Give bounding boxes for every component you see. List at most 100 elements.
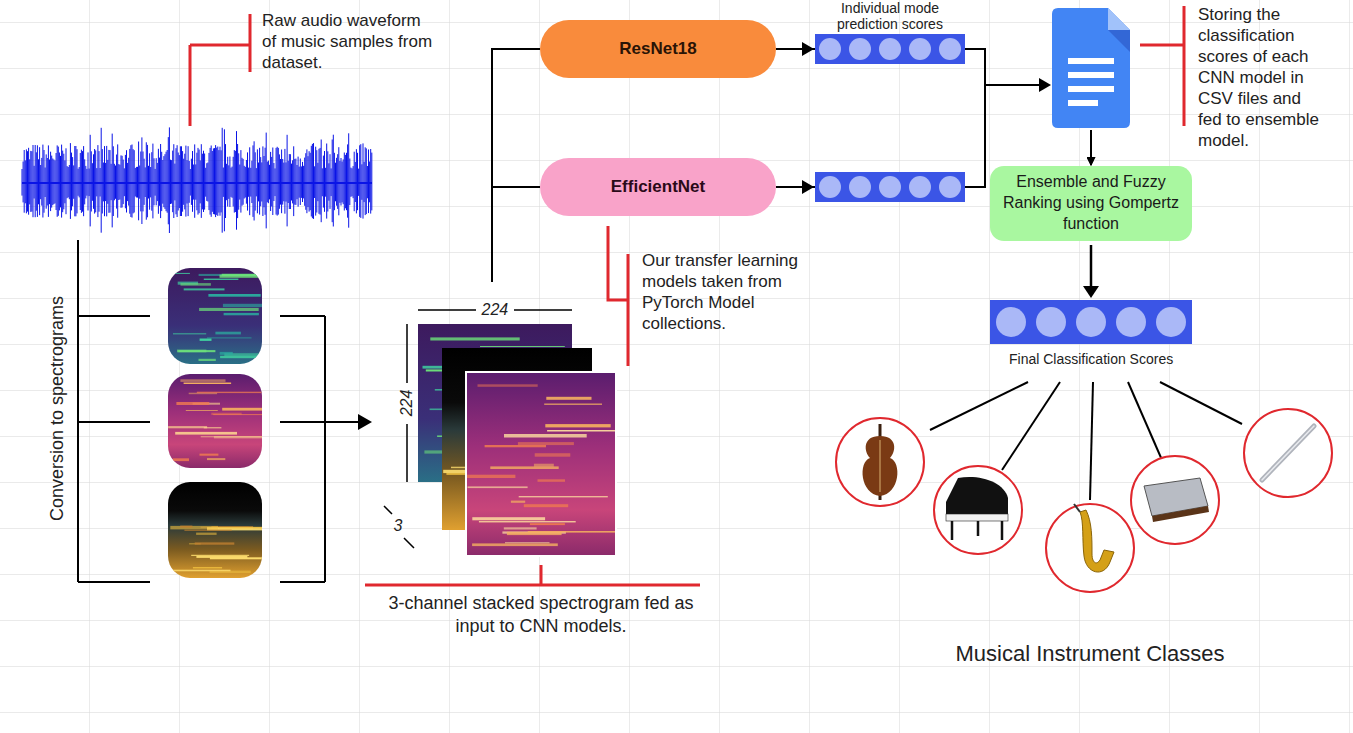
callout-line <box>1140 6 1184 126</box>
class-circle <box>934 466 1022 554</box>
harmonica-comb <box>1152 506 1209 522</box>
spectrogram-streak <box>193 567 222 569</box>
dimension-label: 3 <box>394 516 403 536</box>
piano-body <box>946 477 1008 514</box>
spectrogram-fill <box>168 374 262 468</box>
vector-bar <box>990 300 1192 344</box>
spectrogram-streak <box>544 404 602 405</box>
bracket-line <box>78 240 150 582</box>
spectrogram-streak <box>535 453 571 457</box>
final-score-vector <box>990 300 1192 344</box>
spectrogram-streak <box>208 294 260 297</box>
saxophone-icon <box>1046 504 1134 592</box>
class-line <box>1160 382 1242 424</box>
spectrogram-streak <box>191 555 249 556</box>
spectrogram-streak <box>222 408 262 411</box>
callout-line <box>608 226 628 366</box>
vector-cell <box>1036 307 1066 337</box>
cello-body <box>863 436 898 496</box>
spectrogram-streak <box>178 350 215 352</box>
spectrogram-streak <box>220 356 262 358</box>
spectrogram-streak <box>545 424 610 427</box>
document-body <box>1052 8 1130 128</box>
node-label: ResNet18 <box>619 38 697 60</box>
class-circle <box>1046 504 1134 592</box>
vector-cell <box>879 38 901 60</box>
spectrogram-streak <box>218 527 262 529</box>
spectrogram-streak <box>199 359 216 361</box>
class-line <box>1090 382 1093 500</box>
spectrogram-streak <box>184 383 232 385</box>
spectrogram-streak <box>197 392 262 393</box>
spectrogram-streak <box>214 436 262 438</box>
cello-icon <box>836 418 924 506</box>
callout-bracket <box>608 226 628 366</box>
piano-keys <box>946 514 1008 521</box>
vector-cells <box>819 38 961 60</box>
arrowhead <box>1039 78 1051 92</box>
dimension-lines <box>384 310 572 548</box>
spectrogram-streak <box>524 504 568 507</box>
spectrogram-streak <box>547 430 616 432</box>
vector-cell <box>939 176 961 198</box>
spectrogram-streak <box>207 337 252 338</box>
waveform-strokes <box>22 127 372 233</box>
spectrogram-fill <box>466 372 616 556</box>
vector-cell <box>996 307 1026 337</box>
vector-bar <box>815 172 965 202</box>
spectrogram-streak <box>490 466 558 469</box>
spectrogram-streak <box>211 413 241 415</box>
dimension-label: 224 <box>397 390 417 417</box>
spectrogram-streak <box>175 273 190 274</box>
spectrogram-streak <box>199 308 259 311</box>
spectrogram-streak <box>478 384 538 387</box>
spectrogram-streak <box>472 543 558 546</box>
vector-cell <box>819 38 841 60</box>
spectrogram-streak <box>518 442 574 445</box>
spectrogram-streak <box>169 570 230 572</box>
spectrogram-streak <box>186 410 218 411</box>
vector-cell <box>849 176 871 198</box>
caption-bracket <box>365 565 700 585</box>
spectrogram-streak <box>195 542 235 544</box>
spectrogram-streaks <box>466 384 616 546</box>
spectrogram-streak <box>546 397 591 400</box>
spectrogram-streak <box>168 426 207 428</box>
spectrogram-thumbnail <box>168 268 262 364</box>
saxophone-body <box>1080 510 1114 572</box>
class-circle <box>1244 409 1332 497</box>
spectrogram-streak <box>426 369 445 371</box>
spectrogram-streak <box>430 337 519 340</box>
spectrogram-streak <box>479 521 576 522</box>
stacked-spectrogram <box>466 372 616 556</box>
spectrogram-streak <box>505 542 550 544</box>
spectrogram-streak <box>180 526 192 528</box>
spectrogram-streak <box>173 333 206 334</box>
class-circle <box>1131 456 1219 544</box>
spectrogram-streak <box>196 533 217 535</box>
callout-line <box>190 14 250 126</box>
document-shadow <box>1108 30 1130 52</box>
section-label: Musical Instrument Classes <box>956 640 1225 668</box>
spectrogram-streak <box>184 530 231 531</box>
model-box: ResNet18 <box>540 20 776 78</box>
document-line <box>1068 86 1114 92</box>
callout-text: Raw audio waveform of music samples from… <box>262 10 437 73</box>
spectrogram-streak <box>519 496 608 497</box>
branch-line <box>492 49 540 282</box>
spectrogram-streak <box>170 526 218 530</box>
callout-bracket <box>190 14 250 126</box>
spectrogram-streak <box>504 434 587 438</box>
spectrogram-streak <box>207 458 225 460</box>
spectrogram-streak <box>200 454 219 456</box>
spectrogram-streak <box>196 556 247 558</box>
waveform-axis <box>22 182 372 184</box>
audio-waveform <box>22 127 372 233</box>
vector-cell <box>849 38 871 60</box>
csv-document-icon <box>1052 8 1130 128</box>
spectrogram-streak <box>538 479 566 482</box>
spectrogram-streaks <box>169 526 262 574</box>
spectrogram-streak <box>176 402 209 405</box>
